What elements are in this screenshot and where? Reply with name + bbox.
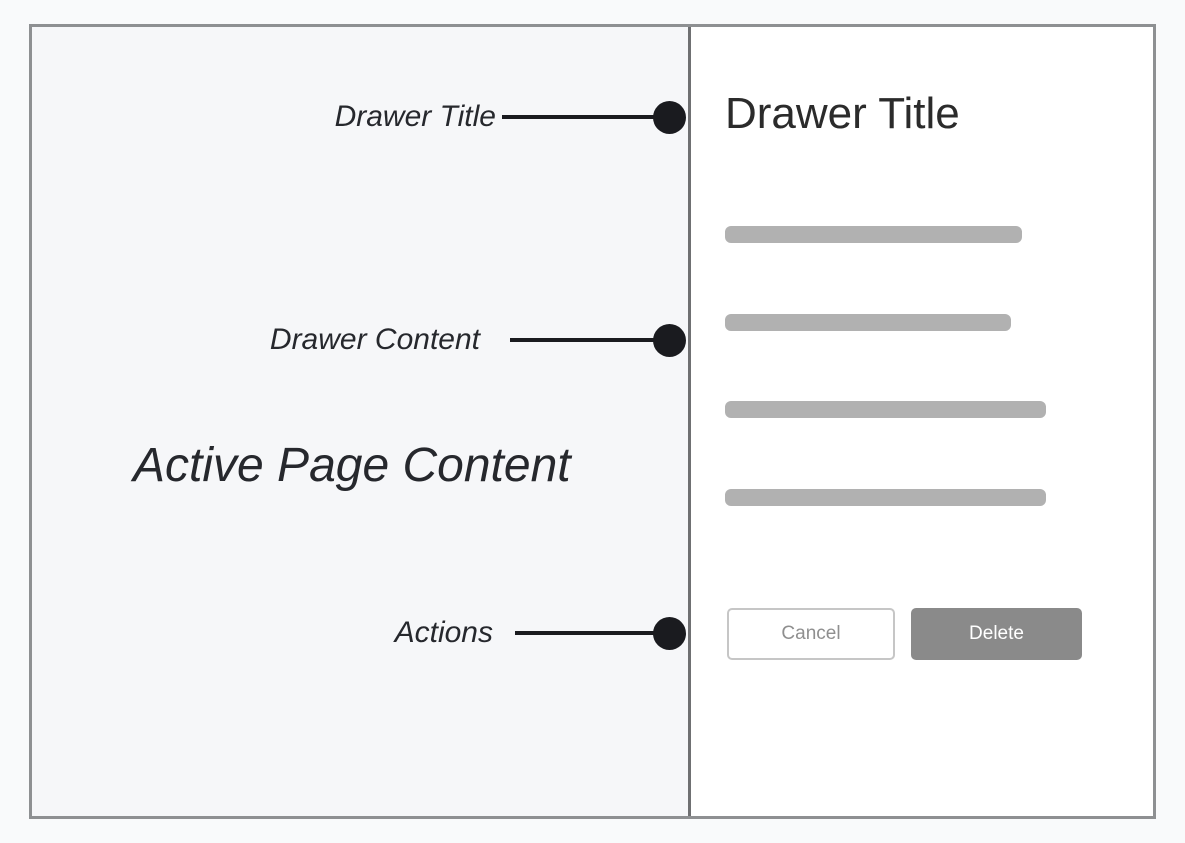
active-page-content-label: Active Page Content: [133, 439, 571, 492]
callout-drawer-content-label: Drawer Content: [269, 323, 480, 356]
callout-drawer-title-label: Drawer Title: [334, 100, 496, 133]
callout-dot: [653, 100, 686, 134]
cancel-button[interactable]: Cancel: [727, 608, 895, 660]
callout-actions-label: Actions: [394, 616, 493, 649]
drawer-actions: Cancel Delete: [727, 608, 1082, 660]
content-placeholder-bar: [725, 489, 1046, 506]
drawer-title: Drawer Title: [725, 89, 960, 138]
callout-line: [515, 631, 661, 635]
content-placeholder-bar: [725, 314, 1011, 331]
callout-drawer-title: Drawer Title: [335, 97, 686, 137]
active-page-panel: [32, 27, 688, 816]
callout-drawer-content: Drawer Content: [270, 320, 686, 360]
content-placeholder-bar: [725, 401, 1046, 418]
drawer-edge-divider: [688, 27, 691, 816]
callout-dot: [653, 323, 686, 357]
callout-actions: Actions: [395, 613, 686, 653]
drawer-panel: Drawer Title Cancel Delete: [691, 27, 1153, 816]
callout-dot: [653, 616, 686, 650]
wireframe-frame: Drawer Title Cancel Delete: [29, 24, 1156, 819]
callout-line: [502, 115, 661, 119]
content-placeholder-bar: [725, 226, 1022, 243]
delete-button[interactable]: Delete: [911, 608, 1082, 660]
callout-line: [510, 338, 661, 342]
drawer-content-placeholders: [691, 27, 1153, 816]
